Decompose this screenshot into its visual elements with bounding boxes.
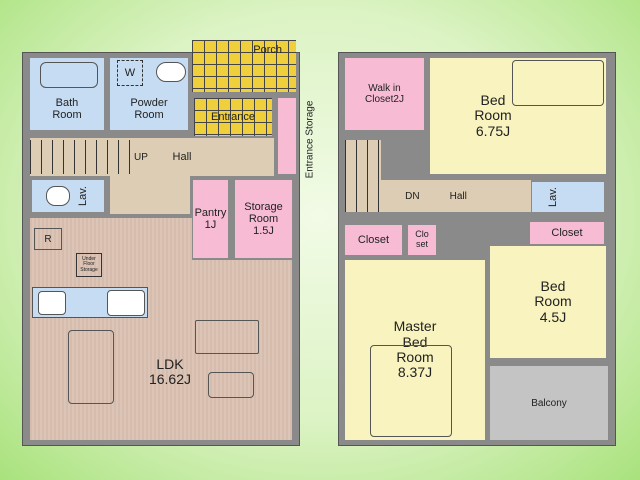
balcony: Balcony (490, 366, 608, 440)
storage-room: Storage Room 1.5J (235, 180, 292, 258)
closet-1: Closet (345, 225, 402, 255)
bed-icon (512, 60, 604, 106)
sink-icon (156, 62, 186, 82)
entrance: Entrance (194, 98, 272, 136)
refrigerator: R (34, 228, 62, 250)
bathtub-icon (40, 62, 98, 88)
walk-in-closet: Walk in Closet2J (345, 58, 424, 130)
ldk-label: LDK 16.62J (148, 355, 192, 387)
kitchen-sink-icon (107, 290, 145, 316)
entrance-storage-label: Entrance Storage (304, 100, 316, 179)
toilet-icon (46, 186, 70, 206)
closet-2: Clo set (408, 225, 436, 255)
stairs-down (345, 140, 381, 212)
master-bed-icon (370, 345, 452, 437)
up-label: UP (134, 152, 148, 163)
entrance-storage (278, 98, 296, 174)
washer-icon: W (117, 60, 143, 86)
under-floor-storage: Under Floor Storage (76, 253, 102, 277)
sofa (195, 320, 259, 354)
master-bed-room: Master Bed Room 8.37J (345, 260, 485, 440)
stove-icon (38, 291, 66, 315)
hall-extension (110, 174, 190, 214)
porch: Porch (192, 40, 296, 92)
stairs-up (30, 140, 130, 174)
bed-room-2: Bed Room 4.5J (490, 246, 606, 358)
pantry: Pantry 1J (193, 180, 228, 258)
closet-3: Closet (530, 222, 604, 244)
dining-table (68, 330, 114, 404)
bed-room-1: Bed Room 6.75J (430, 58, 606, 174)
ldk (30, 218, 192, 440)
ldk-right (190, 260, 292, 440)
coffee-table (208, 372, 254, 398)
lavatory-2f: Lav. (532, 182, 604, 212)
